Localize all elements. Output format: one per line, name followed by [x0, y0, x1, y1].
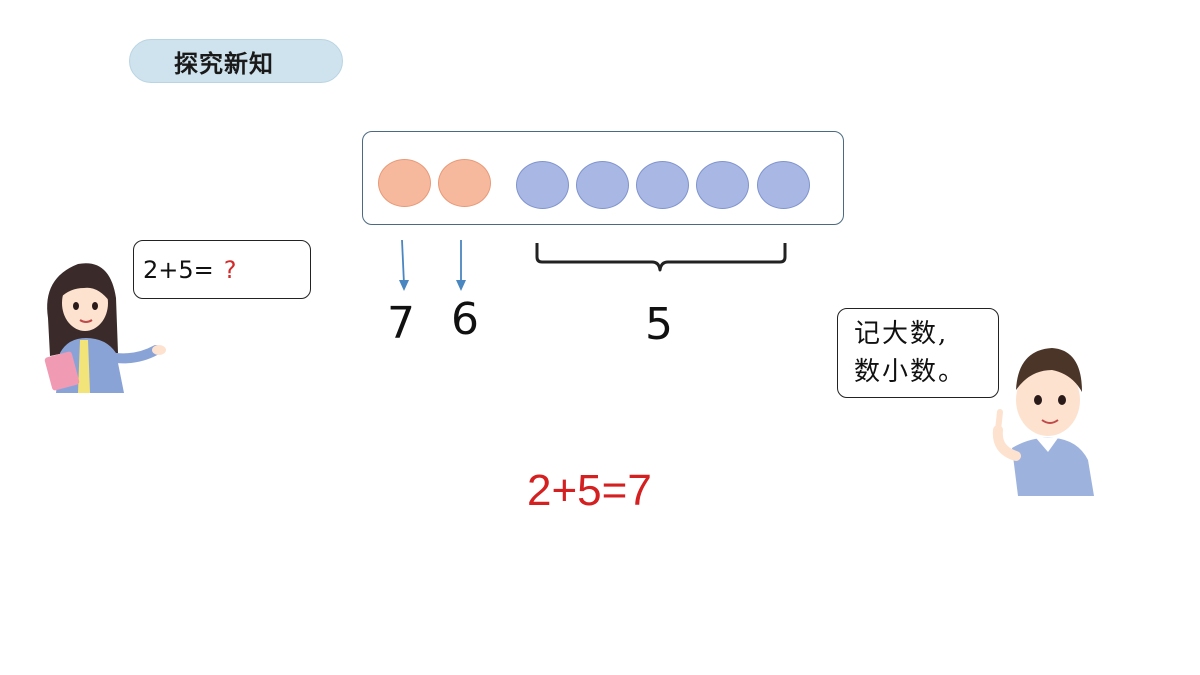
orange-counter	[378, 159, 431, 207]
arrow-down-icon	[399, 239, 409, 291]
question-mark: ?	[223, 255, 237, 284]
count-label-first: 7	[387, 298, 415, 349]
count-label-second: 6	[451, 294, 479, 345]
curly-brace-icon	[535, 243, 787, 272]
section-title-pill: 探究新知	[129, 39, 343, 83]
section-title: 探究新知	[174, 49, 274, 78]
hint-line-2: 数小数。	[854, 357, 967, 387]
hint-line-1: 记大数,	[854, 319, 949, 349]
counter-frame	[362, 131, 844, 225]
blue-counter	[516, 161, 569, 209]
blue-counter	[696, 161, 749, 209]
result-equation: 2+5=7	[527, 466, 652, 515]
blue-counter	[576, 161, 629, 209]
boy-pointing-icon	[992, 348, 1094, 496]
girl-speech-bubble: 2+5= ?	[133, 240, 311, 299]
arrow-down-icon	[456, 240, 466, 291]
blue-counter	[757, 161, 810, 209]
expression-text: 2+5=	[143, 255, 214, 284]
boy-speech-bubble: 记大数, 数小数。	[837, 308, 999, 398]
orange-counter	[438, 159, 491, 207]
blue-counter	[636, 161, 689, 209]
group-label: 5	[645, 299, 673, 350]
girl-teacher-icon	[44, 263, 166, 393]
